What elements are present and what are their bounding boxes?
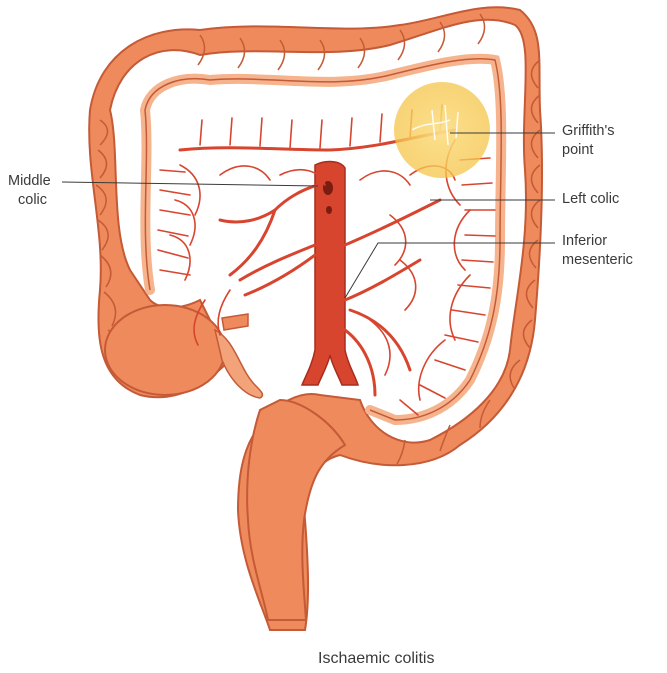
- griffiths-point-highlight: [394, 82, 490, 178]
- label-middle-colic: Middle colic: [8, 172, 51, 210]
- label-inferior-mesenteric-line2: mesenteric: [562, 251, 633, 270]
- caecum: [105, 305, 262, 398]
- label-griffiths-point: Griffith's point: [562, 122, 614, 160]
- label-inferior-mesenteric-line1: Inferior: [562, 232, 633, 251]
- label-inferior-mesenteric: Inferior mesenteric: [562, 232, 633, 270]
- label-griffiths-line2: point: [562, 141, 614, 160]
- label-middle-colic-line1: Middle: [8, 172, 51, 191]
- label-griffiths-line1: Griffith's: [562, 122, 614, 141]
- diagram-caption: Ischaemic colitis: [318, 650, 434, 668]
- label-middle-colic-line2: colic: [8, 191, 51, 210]
- label-left-colic: Left colic: [562, 190, 619, 209]
- rectum: [247, 400, 345, 620]
- aorta: [302, 162, 358, 385]
